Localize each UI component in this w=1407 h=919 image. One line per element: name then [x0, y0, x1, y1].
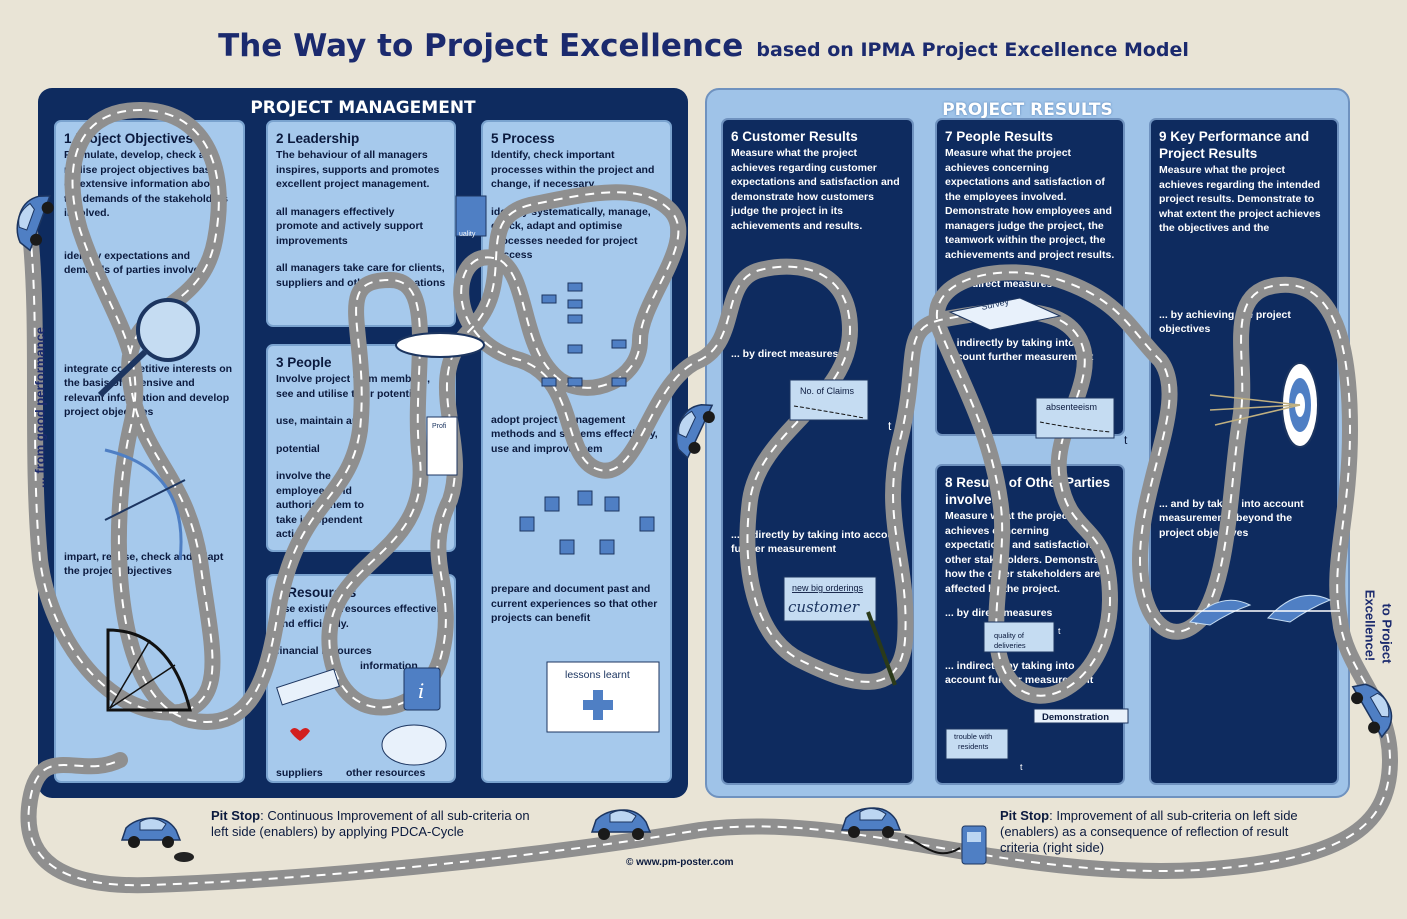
- quality-book-icon: uality: [455, 195, 487, 238]
- process-p1: identify systematically, manage, check, …: [491, 205, 651, 262]
- globe-icon: [381, 724, 447, 766]
- lessons-learnt-icon: lessons learnt: [546, 661, 660, 733]
- kpi-title: 9 Key Performance and Project Results: [1159, 129, 1310, 161]
- demonstration-label: Demonstration: [1042, 712, 1109, 723]
- people-results-intro: Measure what the project achieves concer…: [945, 147, 1115, 261]
- process-p3: prepare and document past and current ex…: [491, 583, 658, 624]
- orders-label: new big orderings: [792, 583, 864, 593]
- pen-icon: [866, 611, 897, 686]
- absenteeism-axis-t: t: [1124, 433, 1128, 447]
- information-icon: i: [403, 667, 441, 711]
- magnifier-people-icon: [97, 298, 200, 398]
- kpi-intro: Measure what the project achieves regard…: [1159, 164, 1321, 234]
- customer-title: 6 Customer Results: [731, 129, 858, 144]
- claims-axis-t: t: [888, 419, 892, 433]
- quality-deliveries-label: quality of: [994, 631, 1025, 640]
- trouble-residents-chart: trouble with residents t: [945, 728, 1023, 772]
- people-p2: potential: [276, 442, 320, 455]
- claims-chart: No. of Claims t: [789, 379, 892, 433]
- process-network-icon: [519, 490, 655, 555]
- claims-label: No. of Claims: [800, 386, 855, 396]
- title-sub: based on IPMA Project Excellence Model: [756, 39, 1189, 61]
- absenteeism-label: absenteeism: [1046, 402, 1097, 412]
- car-icon-pitstop-left: [121, 817, 181, 849]
- poster-title: The Way to Project Excellence based on I…: [0, 28, 1407, 64]
- heart-icon: [290, 728, 310, 741]
- money-icon: [276, 668, 340, 706]
- kpi-p1: ... by achieving the project objectives: [1159, 308, 1291, 336]
- copyright: © www.pm-poster.com: [626, 857, 734, 868]
- quality-deliveries-label-2: deliveries: [994, 641, 1026, 650]
- pit-stop-left-bold: Pit Stop: [211, 808, 261, 823]
- customer-intro: Measure what the project achieves regard…: [731, 147, 900, 232]
- target-icon: [1209, 362, 1319, 448]
- objectives-intro: Formulate, develop, check and realise pr…: [64, 149, 228, 219]
- process-intro: Identify, check important processes with…: [491, 149, 655, 190]
- fuel-pump-icon: [904, 825, 987, 865]
- trouble-label-2: residents: [958, 742, 989, 751]
- box-kpi: 9 Key Performance and Project Results Me…: [1149, 118, 1339, 785]
- resources-p2: information: [360, 659, 418, 672]
- flowchart-icon: [541, 282, 627, 387]
- resources-p4: other resources: [346, 767, 426, 779]
- pit-stop-left-text: Pit Stop: Continuous Improvement of all …: [211, 808, 531, 840]
- meeting-table-icon: [395, 332, 485, 358]
- pit-stop-right-desc: : Improvement of all sub-criteria on lef…: [1000, 808, 1298, 855]
- side-label-left: ... from good performance: [32, 326, 48, 489]
- side-label-right-2: Excellence!: [1362, 589, 1378, 662]
- bow-arrow-icon: [104, 448, 186, 561]
- quality-book-label: uality: [459, 231, 476, 238]
- pit-stop-left-desc: : Continuous Improvement of all sub-crit…: [211, 808, 530, 839]
- project-results-heading: PROJECT RESULTS: [942, 100, 1113, 120]
- people-title: 3 People: [276, 355, 332, 370]
- information-icon-glyph: i: [418, 679, 424, 703]
- demonstration-sign: Demonstration: [1033, 708, 1129, 724]
- people-p1: use, maintain and: [276, 415, 365, 427]
- customer-p1: ... by direct measures: [731, 348, 839, 360]
- trouble-label: trouble with: [954, 732, 992, 741]
- trouble-axis-t: t: [1020, 762, 1023, 772]
- quality-deliveries-chart: quality of deliveries t: [983, 621, 1061, 653]
- road: [20, 102, 1398, 894]
- customer-p2: ... indirectly by taking into account fu…: [731, 528, 904, 556]
- process-title: 5 Process: [491, 131, 555, 146]
- survey-stack-icon: Survey: [948, 296, 1062, 331]
- title-main: The Way to Project Excellence: [218, 28, 744, 64]
- lessons-learnt-label: lessons learnt: [565, 669, 630, 681]
- profile-label: Profi: [432, 423, 447, 430]
- jumping-dolphin-icon: [1160, 594, 1340, 626]
- car-icon-middle: [666, 395, 721, 463]
- people-results-p2: ... indirectly by taking into account fu…: [945, 336, 1094, 364]
- pit-stop-right-text: Pit Stop: Improvement of all sub-criteri…: [1000, 808, 1320, 856]
- car-icon-start: [8, 187, 59, 254]
- pit-stop-right-bold: Pit Stop: [1000, 808, 1050, 823]
- gauge-icon: [106, 628, 192, 712]
- orders-note: new big orderings customer: [783, 576, 877, 622]
- tire-icon: [174, 852, 194, 862]
- people-results-title: 7 People Results: [945, 129, 1054, 144]
- leadership-p1: all managers effectively promote and act…: [276, 205, 424, 247]
- absenteeism-chart: absenteeism t: [1035, 397, 1128, 447]
- customer-handwriting: customer: [788, 598, 860, 616]
- project-management-heading: PROJECT MANAGEMENT: [250, 98, 476, 118]
- leadership-intro: The behaviour of all managers inspires, …: [276, 149, 440, 190]
- side-label-right-1: to Project: [1379, 603, 1395, 664]
- resources-p3: suppliers: [276, 767, 323, 779]
- people-intro: Involve project team members, see and ut…: [276, 373, 431, 400]
- quality-axis-t: t: [1058, 626, 1061, 636]
- profile-document-icon: Profi: [426, 416, 458, 476]
- objectives-title: 1 Project Objectives: [64, 131, 194, 146]
- leadership-title: 2 Leadership: [276, 131, 360, 146]
